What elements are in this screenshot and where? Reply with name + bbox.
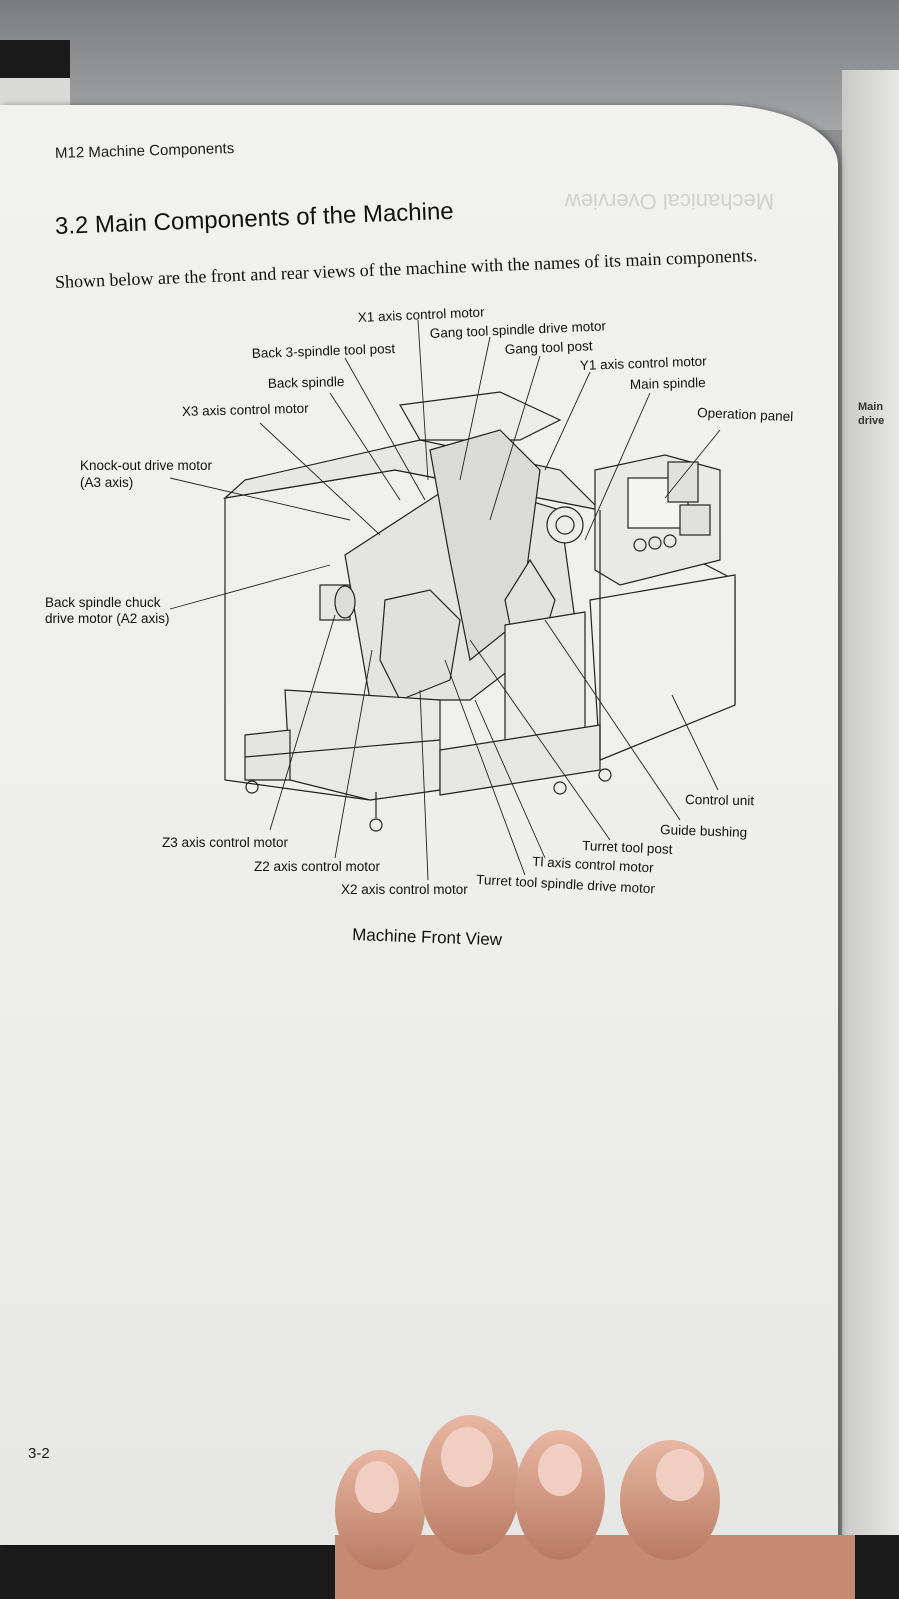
label-main-spindle: Main spindle xyxy=(630,375,706,392)
label-t1-axis-control-motor: Tl axis control motor xyxy=(532,854,655,875)
label-z3-axis-control-motor: Z3 axis control motor xyxy=(162,835,289,850)
label-x1-axis-control-motor: X1 axis control motor xyxy=(357,304,485,325)
page-number: 3-2 xyxy=(28,1445,50,1462)
leader-lines xyxy=(169,319,721,881)
label-x3-axis-control-motor: X3 axis control motor xyxy=(182,401,310,419)
label-knock-out-drive-motor-axis: (A3 axis) xyxy=(80,475,133,490)
manual-page xyxy=(0,105,838,1545)
label-operation-panel: Operation panel xyxy=(697,405,794,424)
callout-labels: X1 axis control motor Gang tool spindle … xyxy=(45,304,794,897)
label-turret-tool-post: Turret tool post xyxy=(582,838,673,857)
label-back-spindle: Back spindle xyxy=(268,374,345,391)
label-guide-bushing: Guide bushing xyxy=(660,822,748,840)
machine-illustration xyxy=(223,391,736,832)
facing-page-fragment-1: Main xyxy=(858,401,884,413)
label-gang-tool-post: Gang tool post xyxy=(504,338,593,357)
figure-caption: Machine Front View xyxy=(352,925,503,949)
label-chuck-drive-motor: drive motor (A2 axis) xyxy=(45,611,170,626)
label-control-unit: Control unit xyxy=(685,792,755,808)
label-turret-tool-spindle-drive-motor: Turret tool spindle drive motor xyxy=(476,872,656,896)
label-knock-out-drive-motor: Knock-out drive motor xyxy=(80,458,213,473)
label-back-spindle-chuck: Back spindle chuck xyxy=(45,595,161,610)
label-gang-tool-spindle-drive-motor: Gang tool spindle drive motor xyxy=(429,318,606,341)
facing-page-edge: Main drive xyxy=(842,70,899,1599)
hand-fingers xyxy=(335,1415,855,1599)
label-x2-axis-control-motor: X2 axis control motor xyxy=(341,882,468,897)
label-y1-axis-control-motor: Y1 axis control motor xyxy=(580,354,708,373)
label-z2-axis-control-motor: Z2 axis control motor xyxy=(254,859,381,874)
dark-edge xyxy=(0,40,70,78)
facing-page-fragment-2: drive xyxy=(858,415,885,427)
label-back-3-spindle-tool-post: Back 3-spindle tool post xyxy=(252,341,396,361)
